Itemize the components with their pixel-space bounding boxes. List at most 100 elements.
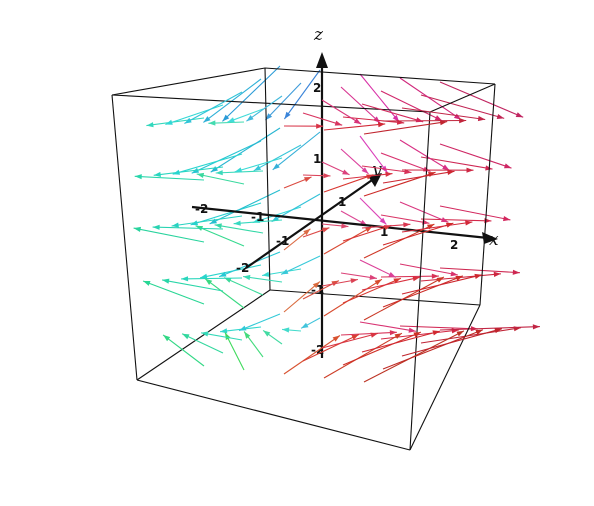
vector-arrow <box>265 82 302 121</box>
vector-arrow <box>323 225 373 255</box>
vector-arrow <box>323 278 383 317</box>
vector-arrow <box>208 120 245 126</box>
vector-arrow <box>238 313 281 332</box>
vector-arrow <box>234 157 283 173</box>
z-tick-label: 1 <box>313 152 321 166</box>
vector-arrow <box>401 167 474 173</box>
vector-arrow <box>401 273 483 295</box>
vector-arrow <box>233 219 283 226</box>
vector-arrow <box>401 328 503 357</box>
vector-arrow <box>302 227 330 238</box>
y-axis-label: y <box>371 160 382 180</box>
vector-arrow <box>420 218 492 224</box>
vector-arrow <box>323 332 403 379</box>
vector-arrow <box>262 268 302 277</box>
vector-arrow <box>253 144 302 172</box>
vector-arrow <box>201 331 243 341</box>
x-axis-label: x <box>489 230 499 250</box>
vector-arrow <box>439 205 511 222</box>
vector-arrow <box>181 276 243 282</box>
vector-field-arrows-front <box>133 91 503 383</box>
vector-arrow <box>283 176 312 189</box>
vector-arrow <box>340 148 369 175</box>
vector-arrow <box>439 324 540 331</box>
vector-arrow <box>300 317 321 329</box>
axes: x y z -2 -1 1 2 -2 -1 1 -2 -1 1 2 <box>191 25 499 358</box>
vector-arrow <box>361 276 421 291</box>
vector-arrow <box>401 107 486 122</box>
box-edge-front-bottom <box>136 379 411 451</box>
x-tick-label: 1 <box>380 225 388 239</box>
vector-arrow <box>321 332 379 349</box>
vector-arrow <box>283 123 324 129</box>
z-axis-label: z <box>313 25 324 45</box>
vector-arrow <box>321 223 349 229</box>
vector-arrow <box>323 122 386 131</box>
vector-arrow <box>439 143 512 169</box>
vector-arrow <box>282 327 302 333</box>
vector-arrow <box>191 140 262 174</box>
vector-arrow <box>133 226 205 243</box>
vector-arrow <box>283 228 311 251</box>
x-tick-label: -2 <box>195 202 208 216</box>
vector-arrow <box>439 81 524 118</box>
vector-arrow <box>280 255 321 275</box>
vector-arrow <box>302 112 343 126</box>
vector-arrow <box>243 274 283 283</box>
vector-arrow <box>359 321 416 333</box>
vector-arrow <box>153 166 224 177</box>
vector-arrow <box>199 264 262 279</box>
vector-arrow <box>222 65 281 122</box>
bounding-box <box>111 67 496 451</box>
vector-arrow <box>359 197 387 225</box>
vector-arrow <box>181 333 224 354</box>
vector-arrow <box>184 91 243 124</box>
vector-arrow <box>227 108 264 123</box>
vector-arrow <box>382 275 464 308</box>
vector-arrow <box>321 278 358 287</box>
vector-arrow <box>420 94 505 119</box>
vector-arrow <box>283 335 341 375</box>
vector-arrow <box>204 278 245 309</box>
box-edge-back-left <box>111 94 138 381</box>
z-tick-label: -2 <box>311 343 324 357</box>
vector-arrow <box>361 103 424 123</box>
vector-arrow <box>146 117 205 128</box>
vector-arrow <box>380 152 431 173</box>
box-edge-bottom-right <box>409 304 481 451</box>
vector-arrow <box>134 174 205 181</box>
vector-arrow <box>359 259 397 278</box>
vector-arrow <box>382 169 455 184</box>
vector-arrow <box>246 95 283 122</box>
box-edge-bottom-back <box>136 289 271 381</box>
vector-arrow <box>172 153 243 175</box>
vector-field-arrows <box>190 65 540 344</box>
vector-arrow <box>243 331 264 358</box>
vector-arrow <box>272 131 321 171</box>
vector-arrow <box>203 78 262 123</box>
z-axis-arrowhead <box>316 52 328 68</box>
vector-arrow <box>382 118 467 124</box>
vector-arrow <box>342 171 393 180</box>
y-tick-label: -1 <box>276 234 289 248</box>
box-edge-bottom-back2 <box>269 289 481 306</box>
y-tick-label: 1 <box>338 195 346 209</box>
vector-arrow <box>380 90 443 122</box>
x-tick-label: 2 <box>450 238 458 252</box>
vector-arrow <box>361 222 411 229</box>
vector-arrow <box>321 161 350 176</box>
y-axis-arrowhead <box>368 173 382 187</box>
vector-arrow <box>152 224 224 230</box>
vector-arrow <box>302 334 360 362</box>
x-tick-label: -1 <box>251 210 264 224</box>
vector-arrow <box>361 330 441 353</box>
box-edge-back-right-top <box>429 83 496 113</box>
vector-arrow <box>302 173 331 179</box>
x-axis <box>191 205 489 240</box>
vector-arrow <box>171 215 243 228</box>
y-axis <box>245 177 376 269</box>
vector-arrow <box>439 267 520 275</box>
vector-arrow <box>162 334 205 367</box>
x-axis-arrowhead <box>482 232 498 244</box>
